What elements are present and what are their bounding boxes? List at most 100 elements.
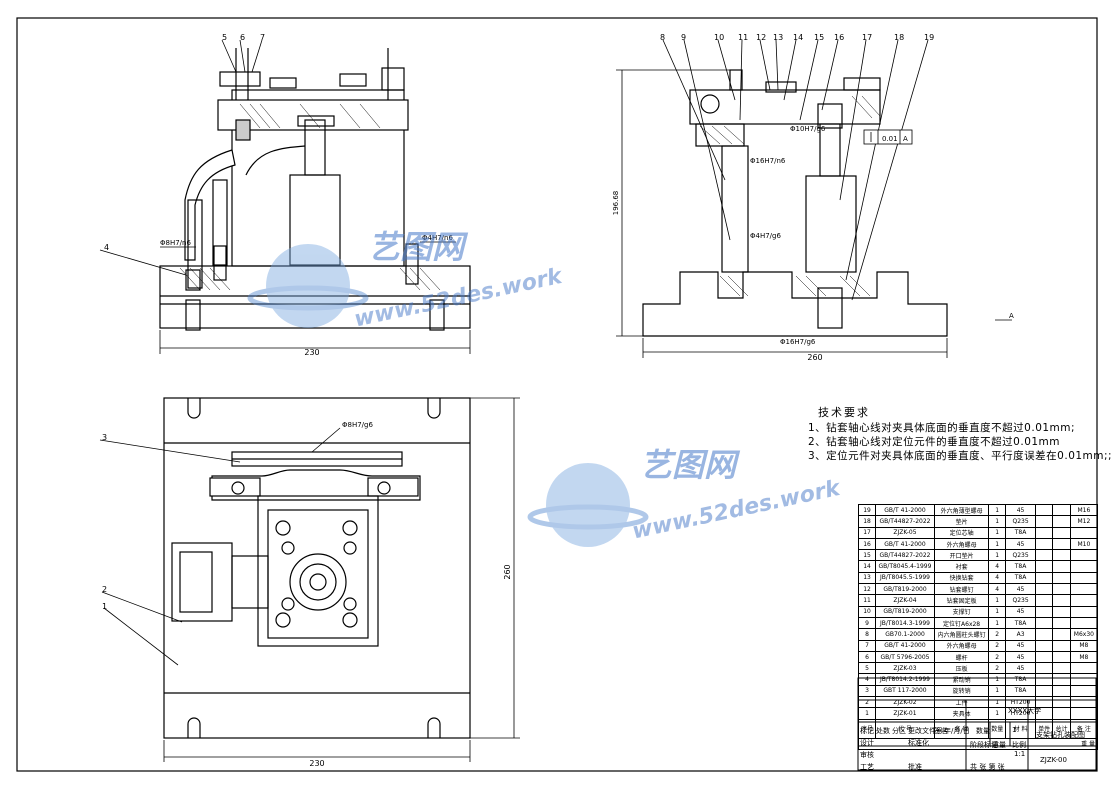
bom-cell: T8A — [1005, 684, 1036, 698]
bom-cell: 1 — [857, 707, 877, 720]
bom-cell: 垫片 — [933, 515, 990, 528]
bom-header-cell: 材 料 — [1005, 718, 1036, 739]
bom-cell: 开口垫片 — [933, 549, 990, 562]
bom-cell: 45 — [1005, 503, 1036, 517]
tb-row-change: 更改文件号 — [908, 727, 943, 735]
bom-cell — [1052, 537, 1071, 551]
bom-cell: 工件 — [933, 696, 990, 709]
tb-sheets: 共 张 第 张 — [970, 763, 1005, 771]
leader-9: 9 — [681, 33, 686, 42]
bom-cell: 14 — [857, 560, 877, 573]
bom-cell — [1052, 673, 1071, 686]
side-width-dim: 260 — [807, 353, 822, 362]
tb-quantity: 1 — [1012, 726, 1017, 734]
bom-cell — [1034, 628, 1054, 641]
notes-line-1: 1、钻套轴心线对夹具体底面的垂直度不超过0.01mm; — [808, 422, 1076, 434]
bom-cell: 压板 — [933, 662, 990, 675]
leader-1: 1 — [102, 602, 107, 611]
bom-cell: 1 — [988, 707, 1007, 720]
bom-cell: 外六角薄型螺母 — [933, 503, 990, 517]
bom-cell — [1069, 605, 1099, 618]
bom-cell: 1 — [988, 673, 1007, 686]
bom-cell: Q235 — [1005, 515, 1036, 528]
bom-cell — [1034, 673, 1054, 686]
top-fit: Φ8H7/g6 — [342, 421, 373, 429]
bom-cell: HT200 — [1005, 707, 1036, 720]
bom-cell: 17 — [857, 526, 877, 539]
bom-cell: 1 — [988, 605, 1007, 618]
bom-cell: 45 — [1005, 662, 1036, 675]
bom-cell: M8 — [1069, 650, 1099, 664]
bom-cell — [1069, 549, 1099, 562]
leader-12: 12 — [756, 33, 766, 42]
bom-cell — [1034, 639, 1054, 652]
bom-cell: 1 — [988, 684, 1007, 698]
bom-cell: JB/T8045.5-1999 — [875, 571, 935, 585]
bom-cell: 2 — [988, 639, 1007, 652]
bom-cell: GB/T819-2000 — [875, 605, 935, 618]
bom-cell — [1034, 583, 1054, 596]
bom-cell: 3 — [857, 684, 877, 698]
bom-cell: 外六角螺母 — [933, 537, 990, 551]
leader-14: 14 — [793, 33, 803, 42]
side-view-hatching — [699, 95, 881, 297]
bom-cell — [1069, 673, 1099, 686]
side-fit-2: Φ16H7/n6 — [750, 157, 786, 165]
bom-cell — [1052, 662, 1071, 675]
bom-cell: GB70.1-2000 — [875, 628, 935, 641]
bom-cell: 8 — [857, 628, 877, 641]
top-height-dim: 260 — [503, 564, 512, 579]
bom-cell: 快换钻套 — [933, 571, 990, 585]
bom-cell: Q235 — [1005, 549, 1036, 562]
bom-cell — [1069, 616, 1099, 630]
bom-cell: 1 — [988, 594, 1007, 607]
tb-row-approve: 批准 — [908, 763, 922, 771]
tb-row-design: 设计 — [860, 739, 874, 747]
bom-cell: 夹具体 — [933, 707, 990, 720]
bom-cell — [1034, 537, 1054, 551]
bom-cell — [1069, 571, 1099, 585]
bom-cell — [1069, 583, 1099, 596]
front-width-dim: 230 — [304, 348, 319, 357]
bom-cell: 2 — [988, 628, 1007, 641]
bom-cell: 内六角圆柱头螺钉 — [933, 628, 990, 641]
bom-cell — [1034, 560, 1054, 573]
bom-cell — [1069, 594, 1099, 607]
bom-cell: T8A — [1005, 560, 1036, 573]
bom-cell — [1052, 503, 1071, 517]
side-height-dim: 196.68 — [612, 191, 620, 216]
bom-cell — [1034, 650, 1054, 664]
tb-row-sign: 签名 — [934, 727, 948, 735]
tb-quantity-label: 数量 — [976, 727, 990, 735]
bom-cell: 11 — [857, 594, 877, 607]
bom-cell — [1069, 707, 1099, 720]
bom-cell: 2 — [988, 650, 1007, 664]
bom-cell: 2 — [988, 662, 1007, 675]
bom-cell: 衬套 — [933, 560, 990, 573]
bom-cell — [1034, 594, 1054, 607]
bom-cell — [1052, 696, 1071, 709]
watermark-globe-2 — [527, 463, 649, 547]
bom-cell: 16 — [857, 537, 877, 551]
tb-row-count: 处数 — [876, 727, 890, 735]
leader-10: 10 — [714, 33, 724, 42]
bom-cell: ZJZK-03 — [875, 662, 935, 675]
bom-cell: 旋转销 — [933, 684, 990, 698]
bom-cell: 18 — [857, 515, 877, 528]
bom-cell: GB/T44827-2022 — [875, 515, 935, 528]
watermark-globe-1 — [247, 244, 369, 328]
side-datum-label: A — [1009, 312, 1014, 320]
bom-cell: M6x30 — [1069, 628, 1099, 641]
bom-cell: 4 — [988, 571, 1007, 585]
